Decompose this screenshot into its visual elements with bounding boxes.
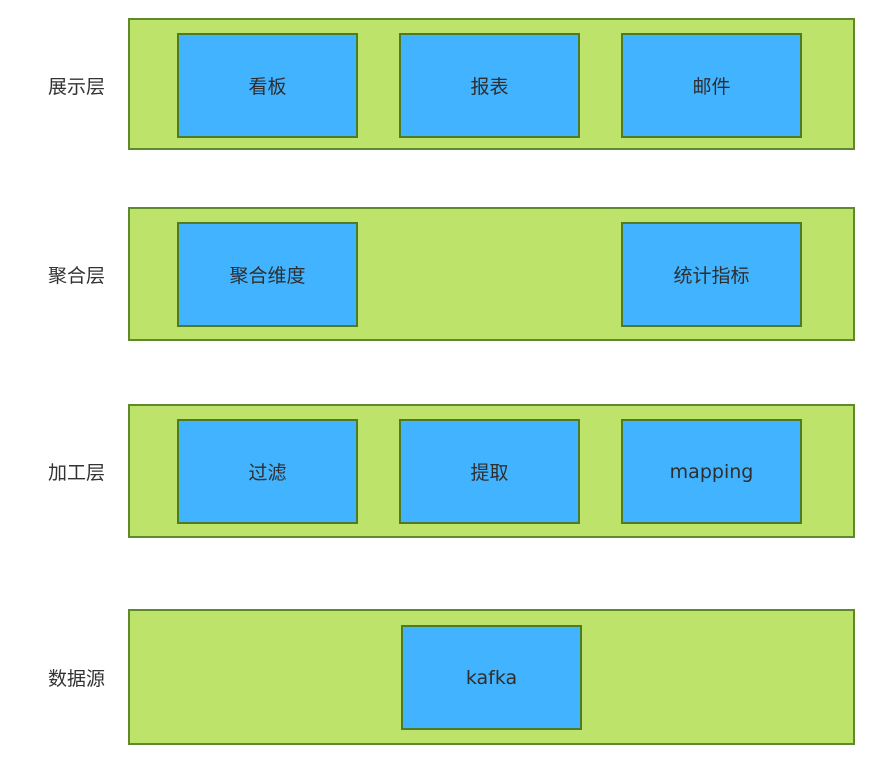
node-aggregation-dimension: 聚合维度: [177, 222, 358, 327]
layer-label-processing: 加工层: [48, 462, 106, 484]
node-label: 统计指标: [673, 265, 750, 287]
node-label: 提取: [470, 462, 509, 484]
node-dashboard: 看板: [177, 33, 358, 138]
node-email: 邮件: [621, 33, 802, 138]
node-label: 邮件: [692, 76, 731, 98]
node-label: 报表: [470, 76, 509, 98]
node-mapping: mapping: [621, 419, 802, 524]
layer-label-data-source: 数据源: [48, 668, 106, 690]
node-label: 过滤: [248, 462, 287, 484]
node-label: mapping: [669, 460, 754, 483]
node-kafka: kafka: [401, 625, 582, 730]
node-filter: 过滤: [177, 419, 358, 524]
node-label: kafka: [465, 666, 518, 689]
layer-label-aggregation: 聚合层: [48, 265, 106, 287]
node-label: 看板: [248, 76, 287, 98]
node-report: 报表: [399, 33, 580, 138]
node-label: 聚合维度: [229, 265, 306, 287]
layer-label-presentation: 展示层: [48, 76, 106, 98]
node-extract: 提取: [399, 419, 580, 524]
node-statistical-metric: 统计指标: [621, 222, 802, 327]
